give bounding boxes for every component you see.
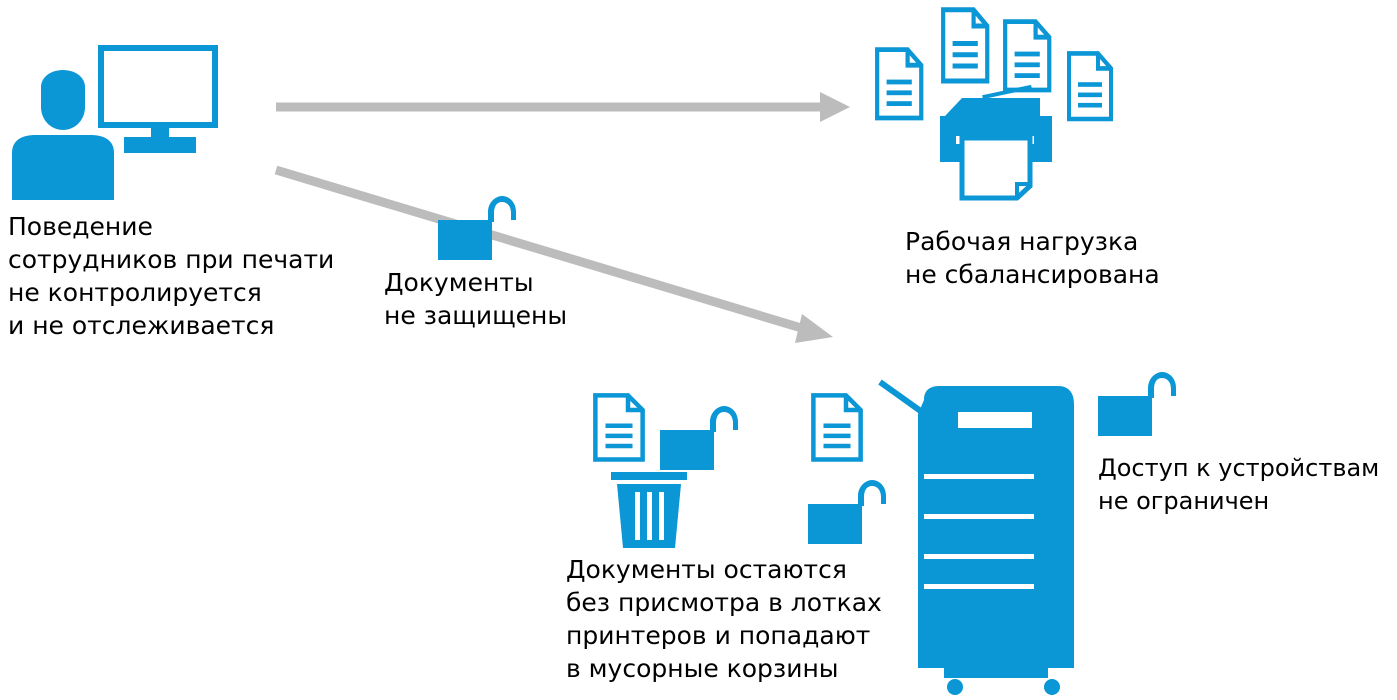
docs-left-label: Документы остаются без присмотра в лотка…	[566, 555, 882, 683]
arrow-to-office-printer	[274, 165, 833, 343]
documents-and-printer-group	[870, 6, 1130, 201]
user-at-computer-icon	[12, 45, 218, 200]
unlocked-padlock-icon	[808, 480, 886, 544]
unlocked-padlock-icon	[1098, 372, 1176, 436]
document-icon	[810, 392, 864, 464]
workload-label: Рабочая нагрузка не сбалансирована	[905, 227, 1160, 289]
document-icon	[1069, 53, 1111, 119]
docs-unprotected-label: Документы не защищены	[384, 268, 568, 330]
device-access-label: Доступ к устройствам не ограничен	[1098, 454, 1380, 515]
multifunction-printer-icon	[940, 84, 1052, 201]
document-icon	[877, 50, 921, 118]
document-icon	[1005, 22, 1049, 90]
floor-standing-printer-icon	[878, 379, 1074, 695]
document-icon	[943, 10, 987, 81]
unlocked-padlock-icon	[660, 406, 738, 470]
document-icon	[592, 392, 646, 464]
unlocked-padlock-icon	[438, 196, 516, 260]
trash-bin-icon	[611, 472, 687, 548]
arrow-to-printer	[276, 92, 850, 122]
employee-behavior-label: Поведение сотрудников при печати не конт…	[8, 212, 335, 340]
